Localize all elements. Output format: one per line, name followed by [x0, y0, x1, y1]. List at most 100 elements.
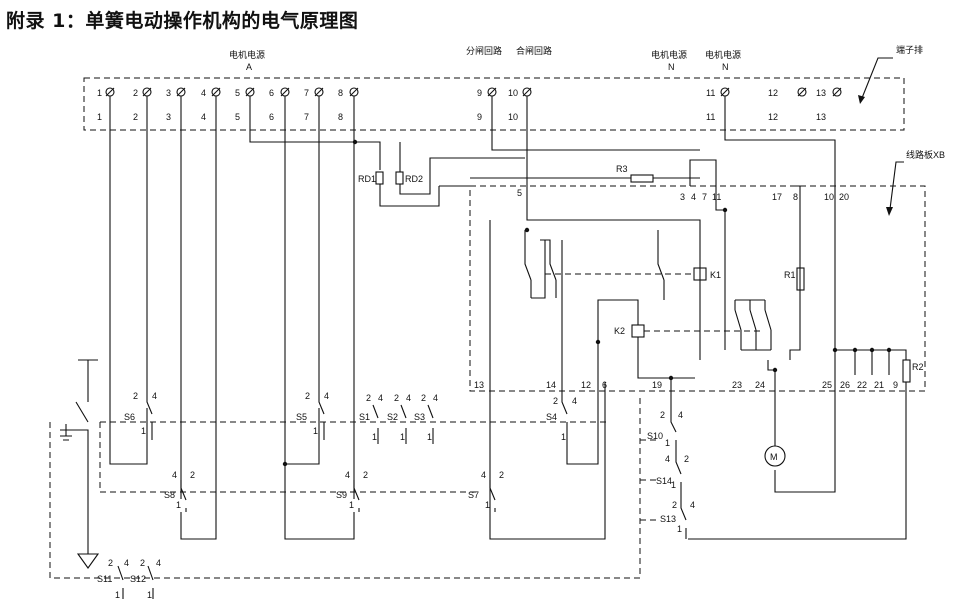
board-pin-25: 25: [822, 380, 832, 390]
svg-text:2: 2: [108, 558, 113, 568]
board-pin-17: 17: [772, 192, 782, 202]
svg-text:2: 2: [553, 396, 558, 406]
label-k2: K2: [614, 326, 625, 336]
diagram-title: 附录 1：单簧电动操作机构的电气原理图: [6, 10, 359, 32]
terminal-bottom-7: 7: [304, 112, 309, 122]
board-pin-6: 6: [602, 380, 607, 390]
board-pin-5: 5: [517, 188, 522, 198]
svg-text:4: 4: [156, 558, 161, 568]
board-pin-21: 21: [874, 380, 884, 390]
label-phase-n1: N: [668, 62, 675, 72]
svg-text:4: 4: [172, 470, 177, 480]
wire-t10: [526, 96, 701, 360]
board-pin-11: 11: [712, 192, 721, 202]
resistor-r3: [630, 174, 654, 183]
terminal-bottom-10: 10: [508, 112, 518, 122]
label-terminal-block: 端子排: [896, 44, 923, 55]
label-phase-n2: N: [722, 62, 729, 72]
svg-text:2: 2: [366, 393, 371, 403]
wire-t1: [109, 96, 148, 465]
terminal-top-2: 2: [133, 88, 138, 98]
terminal-bottom-12: 12: [768, 112, 778, 122]
svg-text:1: 1: [485, 500, 490, 510]
label-motor: M: [770, 452, 778, 462]
svg-text:2: 2: [190, 470, 195, 480]
board-pin-14: 14: [546, 380, 556, 390]
label-motor-supply-n1: 电机电源: [651, 49, 687, 60]
svg-text:2: 2: [672, 500, 677, 510]
svg-text:S7: S7: [468, 490, 479, 500]
terminal-bottom-1: 1: [97, 112, 102, 122]
terminal-bottom-11: 11: [706, 112, 715, 122]
label-k1: K1: [710, 270, 721, 280]
svg-text:S6: S6: [124, 412, 135, 422]
relay-k1: [693, 267, 707, 281]
svg-text:1: 1: [671, 480, 676, 490]
terminal-bottom-13: 13: [816, 112, 826, 122]
terminal-top-13: 13: [816, 88, 826, 98]
board-pin-23: 23: [732, 380, 742, 390]
circuit-board-leader: [889, 161, 904, 210]
svg-text:4: 4: [433, 393, 438, 403]
svg-text:2: 2: [140, 558, 145, 568]
svg-text:S12: S12: [130, 574, 146, 584]
terminal-screws: [105, 87, 842, 97]
svg-text:1: 1: [147, 590, 152, 599]
board-pin-9: 9: [893, 380, 898, 390]
label-rd1: RD1: [358, 174, 376, 184]
wire-t6: [284, 96, 320, 465]
terminal-block-box: [83, 77, 905, 131]
svg-text:2: 2: [133, 391, 138, 401]
terminal-bottom-5: 5: [235, 112, 240, 122]
svg-text:1: 1: [400, 432, 405, 442]
terminal-bottom-2: 2: [133, 112, 138, 122]
board-pin-19: 19: [652, 380, 662, 390]
label-phase-a: A: [246, 62, 252, 72]
terminal-top-7: 7: [304, 88, 309, 98]
svg-text:S9: S9: [336, 490, 347, 500]
svg-text:4: 4: [481, 470, 486, 480]
terminal-bottom-3: 3: [166, 112, 171, 122]
terminal-top-11: 11: [706, 88, 715, 98]
svg-text:S5: S5: [296, 412, 307, 422]
label-close-circuit: 合闸回路: [516, 45, 552, 56]
terminal-bottom-8: 8: [338, 112, 343, 122]
label-circuit-board: 线路板XB: [906, 149, 945, 160]
svg-text:4: 4: [690, 500, 695, 510]
label-open-circuit: 分闸回路: [466, 45, 502, 56]
wire-t6-return: [284, 464, 355, 540]
wire-t5-bus: [355, 141, 381, 170]
svg-text:2: 2: [499, 470, 504, 480]
label-motor-supply-a: 电机电源: [229, 49, 265, 60]
label-rd2: RD2: [405, 174, 423, 184]
svg-text:2: 2: [660, 410, 665, 420]
terminal-bottom-4: 4: [201, 112, 206, 122]
svg-text:2: 2: [305, 391, 310, 401]
svg-text:S8: S8: [164, 490, 175, 500]
svg-text:S1: S1: [359, 412, 370, 422]
relay-k2: [631, 324, 645, 338]
board-pin-24: 24: [755, 380, 765, 390]
board-pin-13: 13: [474, 380, 484, 390]
wire-t5: [249, 96, 355, 143]
svg-text:4: 4: [406, 393, 411, 403]
svg-text:1: 1: [115, 590, 120, 599]
board-pin-7: 7: [702, 192, 707, 202]
board-pin-22: 22: [857, 380, 867, 390]
svg-text:S13: S13: [660, 514, 676, 524]
terminal-top-10: 10: [508, 88, 518, 98]
svg-text:4: 4: [345, 470, 350, 480]
svg-text:4: 4: [152, 391, 157, 401]
svg-text:2: 2: [363, 470, 368, 480]
board-pin-3: 3: [680, 192, 685, 202]
circuit-board-arrow: [886, 207, 893, 216]
svg-text:1: 1: [677, 524, 682, 534]
label-r3: R3: [616, 164, 628, 174]
